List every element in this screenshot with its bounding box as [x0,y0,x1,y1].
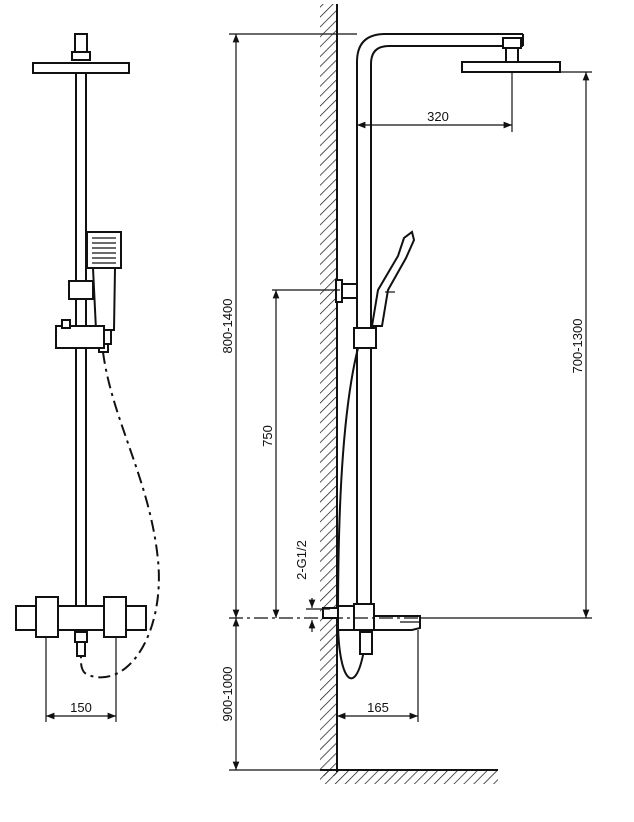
dim-spout-length-label: 165 [367,700,389,715]
floor-hatch [320,770,498,784]
dim-total-height-label: 800-1400 [220,299,235,354]
front-hand-shower-nozzles [92,237,116,264]
side-tub-spout [373,615,421,631]
dim-arm-length-label: 320 [427,109,449,124]
front-hand-shower-handle [91,267,117,331]
dim-rail-height-label: 700-1300 [570,319,585,374]
front-slide-holder [55,325,105,349]
side-view: 800-1400 900-1000 750 2-G1/2 320 700-130… [220,4,592,784]
side-hand-shower [370,230,416,327]
front-mixer-knob-left [35,596,59,638]
side-shower-head [461,61,561,73]
dim-bracket-height-label: 750 [260,425,275,447]
dim-front-width-label: 150 [70,700,92,715]
dim-inlet-label: 2-G1/2 [294,540,309,580]
side-hose [336,347,365,680]
front-view: 150 [15,33,160,722]
front-hose-connector [74,631,88,643]
front-shower-head [32,62,130,74]
side-mixer-knob [359,631,373,655]
front-upper-bracket [68,280,94,300]
side-riser-pipe [356,33,523,608]
side-slide-holder [353,327,377,349]
dim-mixer-height-label: 900-1000 [220,667,235,722]
wall-hatch [320,4,337,776]
front-hose [79,351,160,679]
front-mixer-knob-right [103,596,127,638]
